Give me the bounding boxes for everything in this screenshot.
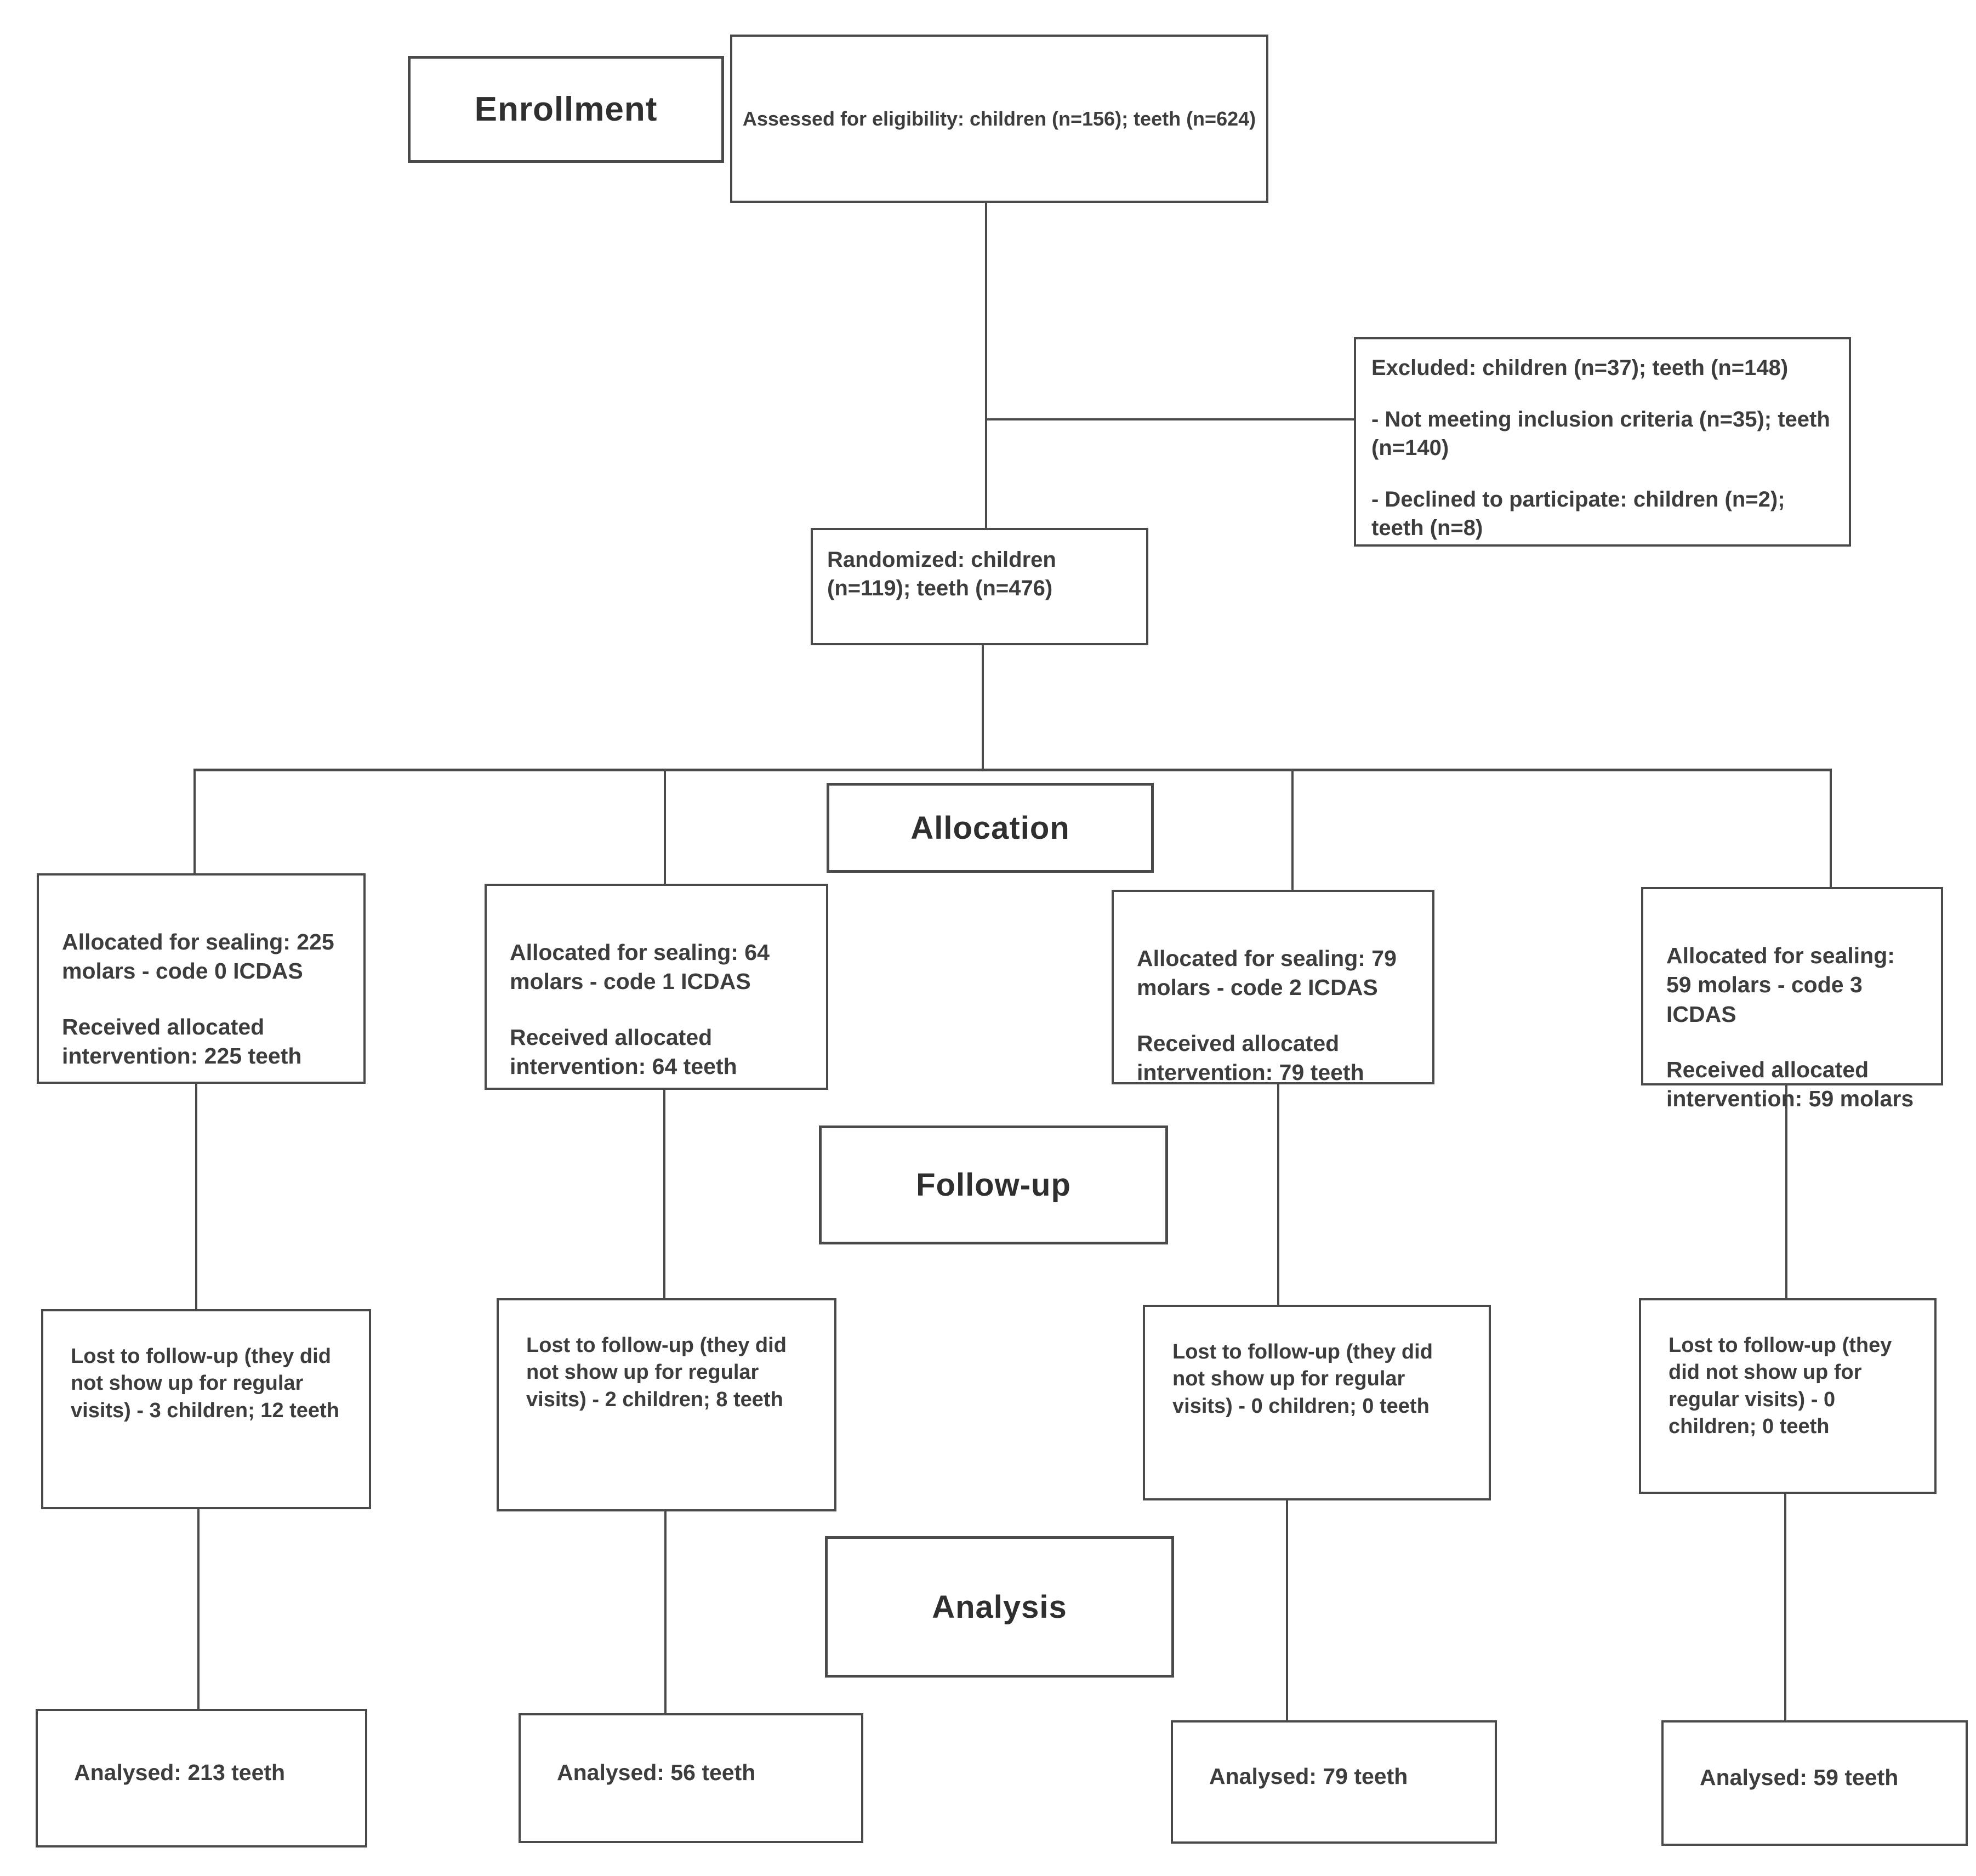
received-text: Received allocated intervention: 79 teet… (1137, 1030, 1364, 1085)
allocation-box-arm2: Allocated for sealing: 64 molars - code … (485, 884, 828, 1090)
allocation-box-arm3: Allocated for sealing: 79 molars - code … (1112, 890, 1434, 1085)
connector-arm4-to-followup (1785, 1085, 1787, 1298)
connector-followup1-to-analysis (197, 1509, 200, 1709)
stage-label-follow-up: Follow-up (819, 1125, 1168, 1244)
received-text: Received allocated intervention: 225 tee… (62, 1014, 302, 1068)
connector-branch-to-arm2 (664, 769, 666, 884)
lost-to-followup-box-arm3: Lost to follow-up (they did not show up … (1143, 1305, 1491, 1500)
assessed-for-eligibility-box: Assessed for eligibility: children (n=15… (730, 35, 1268, 203)
connector-branch-bar (193, 769, 1832, 771)
lost-to-followup-box-arm1: Lost to follow-up (they did not show up … (41, 1309, 371, 1509)
stage-label-enrollment: Enrollment (408, 56, 724, 163)
randomized-text: Randomized: children (n=119); teeth (n=4… (827, 548, 1056, 600)
lost-text: Lost to follow-up (they did not show up … (526, 1334, 787, 1411)
analysed-text: Analysed: 79 teeth (1209, 1763, 1408, 1789)
allocated-text: Allocated for sealing: 225 molars - code… (62, 929, 334, 984)
allocated-text: Allocated for sealing: 64 molars - code … (510, 940, 770, 994)
excluded-box: Excluded: children (n=37); teeth (n=148)… (1354, 337, 1851, 547)
excluded-header: Excluded: children (n=37); teeth (n=148) (1371, 356, 1789, 380)
connector-randomized-to-branch (982, 645, 984, 770)
connector-arm2-to-followup (663, 1090, 665, 1298)
connector-branch-to-arm3 (1291, 769, 1294, 890)
analysed-box-arm4: Analysed: 59 teeth (1661, 1720, 1968, 1846)
stage-label-analysis: Analysis (825, 1536, 1174, 1678)
allocated-text: Allocated for sealing: 59 molars - code … (1666, 943, 1895, 1027)
connector-followup3-to-analysis (1286, 1500, 1288, 1720)
received-text: Received allocated intervention: 64 teet… (510, 1024, 737, 1079)
connector-to-excluded (986, 418, 1355, 420)
analysed-box-arm1: Analysed: 213 teeth (36, 1709, 367, 1847)
lost-to-followup-box-arm4: Lost to follow-up (they did not show up … (1639, 1298, 1937, 1494)
connector-assessed-to-randomized (985, 203, 987, 529)
excluded-reason-declined: - Declined to participate: children (n=2… (1371, 487, 1785, 540)
analysed-text: Analysed: 213 teeth (74, 1759, 286, 1785)
lost-to-followup-box-arm2: Lost to follow-up (they did not show up … (497, 1298, 836, 1511)
lost-text: Lost to follow-up (they did not show up … (1669, 1334, 1892, 1439)
lost-text: Lost to follow-up (they did not show up … (71, 1345, 339, 1422)
allocated-text: Allocated for sealing: 79 molars - code … (1137, 946, 1397, 1000)
received-text: Received allocated intervention: 59 mola… (1666, 1056, 1914, 1112)
analysed-text: Analysed: 56 teeth (557, 1759, 756, 1785)
analysed-text: Analysed: 59 teeth (1700, 1764, 1899, 1790)
allocation-box-arm4: Allocated for sealing: 59 molars - code … (1641, 887, 1943, 1111)
connector-branch-to-arm1 (193, 769, 196, 873)
randomized-box: Randomized: children (n=119); teeth (n=4… (811, 528, 1148, 645)
analysed-box-arm3: Analysed: 79 teeth (1171, 1720, 1497, 1844)
connector-followup2-to-analysis (664, 1511, 667, 1713)
connector-followup4-to-analysis (1784, 1494, 1786, 1720)
excluded-reason-inclusion: - Not meeting inclusion criteria (n=35);… (1371, 407, 1830, 460)
connector-arm1-to-followup (195, 1084, 197, 1310)
allocation-box-arm1: Allocated for sealing: 225 molars - code… (37, 873, 366, 1084)
connector-branch-to-arm4 (1830, 769, 1832, 887)
connector-arm3-to-followup (1277, 1084, 1279, 1305)
stage-label-allocation: Allocation (827, 783, 1154, 873)
analysed-box-arm2: Analysed: 56 teeth (519, 1713, 863, 1843)
lost-text: Lost to follow-up (they did not show up … (1172, 1340, 1433, 1418)
